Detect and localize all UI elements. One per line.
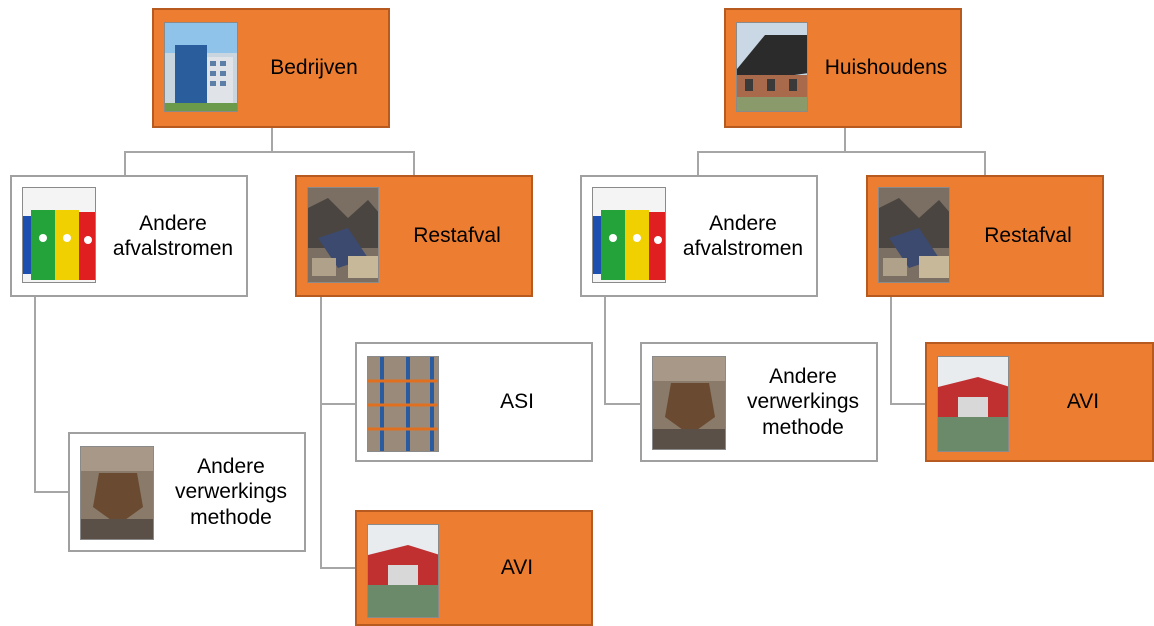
node-label: Andere verwerkings methode bbox=[174, 455, 288, 529]
node-label: Andere verwerkings methode bbox=[746, 365, 860, 439]
node-label: Restafval bbox=[984, 224, 1072, 248]
node-label: ASI bbox=[500, 390, 534, 414]
node-huishoudens: Huishoudens bbox=[724, 8, 962, 128]
node-label: Andere afvalstromen bbox=[682, 211, 804, 260]
node-bedrijven-andere-afvalstromen: Andere afvalstromen bbox=[10, 175, 248, 297]
incineration-plant-photo bbox=[367, 524, 439, 618]
node-huishoudens-restafval: Restafval bbox=[866, 175, 1104, 297]
node-label: Huishoudens bbox=[824, 56, 948, 80]
waste-pile-photo bbox=[878, 187, 950, 283]
node-label: Andere afvalstromen bbox=[112, 211, 234, 260]
node-huishoudens-andere-afvalstromen: Andere afvalstromen bbox=[580, 175, 818, 297]
node-bedrijven-avi: AVI bbox=[355, 510, 593, 626]
node-bedrijven-asi: ASI bbox=[355, 342, 593, 462]
node-label: Bedrijven bbox=[270, 56, 358, 80]
node-huishoudens-avi: AVI bbox=[925, 342, 1154, 462]
sorting-facility-photo bbox=[367, 356, 439, 452]
office-building-photo bbox=[164, 22, 238, 112]
house-photo bbox=[736, 22, 808, 112]
node-label: Restafval bbox=[413, 224, 501, 248]
node-huishoudens-andere-verwerkingsmethode: Andere verwerkings methode bbox=[640, 342, 878, 462]
node-bedrijven: Bedrijven bbox=[152, 8, 390, 128]
node-label: AVI bbox=[1066, 390, 1100, 414]
recycling-bins-photo bbox=[592, 187, 666, 283]
node-bedrijven-restafval: Restafval bbox=[295, 175, 533, 297]
node-label: AVI bbox=[500, 556, 534, 580]
waste-pile-photo bbox=[307, 187, 379, 283]
grab-crane-photo bbox=[652, 356, 726, 450]
grab-crane-photo bbox=[80, 446, 154, 540]
recycling-bins-photo bbox=[22, 187, 96, 283]
incineration-plant-photo bbox=[937, 356, 1009, 452]
node-bedrijven-andere-verwerkingsmethode: Andere verwerkings methode bbox=[68, 432, 306, 552]
